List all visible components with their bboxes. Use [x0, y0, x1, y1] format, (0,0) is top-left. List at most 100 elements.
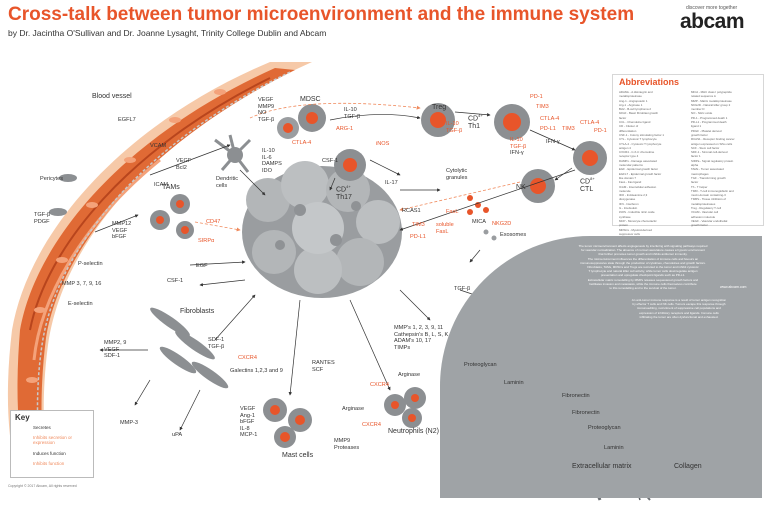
abbreviation-entry-b-18: TAMs - Tumor associated	[691, 167, 724, 172]
arginase-label-b: Arginase	[342, 406, 365, 412]
abbreviation-entry-b-17: alpha	[691, 163, 699, 168]
arg1-label: ARG-1	[336, 126, 354, 132]
dc-ido: IDO	[262, 167, 272, 174]
abbreviations-title: Abbreviations	[619, 77, 680, 87]
abbreviation-entry-b-6: PD-1 - Programmed death 1	[691, 115, 728, 120]
mmp29-sdf1: SDF-1	[104, 353, 121, 360]
info-line-1: for vascular normalization. The absence …	[581, 248, 705, 253]
abbreviation-entry-12: CTLA-4 - Cytotoxic T lymphocyte	[619, 141, 662, 146]
abbreviation-entry-b-24: mucin-domain containing-3	[691, 193, 726, 198]
abbreviation-entry-27: IL - Interleukin	[619, 206, 638, 211]
tgfb-text-b: TGF-β	[446, 127, 463, 134]
tumor-mass	[242, 161, 402, 298]
ctl-cd: CD	[580, 178, 591, 186]
ctl-label: CD8+CTL	[580, 175, 595, 194]
abbreviation-entry-17: molecular patterns	[619, 163, 643, 168]
laminin-label-a: Laminin	[504, 380, 524, 386]
info-panel: The tumor microenvironment affects angio…	[440, 236, 762, 498]
abbreviation-entry-6: factor	[619, 115, 627, 120]
abbreviation-entry-b-4: member D	[691, 107, 705, 112]
th1-cd: CD	[468, 115, 479, 123]
nk-granules	[467, 195, 497, 241]
abbreviation-entry-b-31: growth factor	[691, 223, 708, 228]
cxcr4-label-a: CXCR4	[238, 355, 257, 361]
abbreviation-entry-b-29: adhesion molecule	[691, 214, 716, 219]
dendritic-text: Dendritic	[216, 176, 239, 182]
cytolytic-text: Cytolytic	[446, 168, 468, 174]
egf-label: EGF	[196, 263, 208, 269]
abbreviation-entry-b-8: ligand 1	[691, 124, 702, 129]
tim3-label-b: TIM3	[562, 126, 575, 132]
dc-il6: IL-6	[262, 154, 272, 161]
ifng-label-a: IFN-γ	[510, 150, 524, 156]
sirpa-label: SIRPα	[198, 238, 215, 244]
poster-title: Cross-talk between tumor microenvironmen…	[8, 4, 635, 25]
abbreviation-entry-33: suppressor cells	[619, 231, 640, 236]
brand-tagline: discover more together	[686, 5, 738, 11]
pdgf-text: PDGF	[34, 218, 50, 225]
p-selectin-label: P-selectin	[78, 261, 103, 267]
fibroblasts-label: Fibroblasts	[180, 308, 215, 315]
inos-label: iNOS	[376, 141, 390, 147]
abbreviation-entry-19: EGFL7 - Epidermal growth factor	[619, 171, 662, 176]
th17-cd: CD	[336, 186, 347, 194]
treg-label: Treg	[432, 104, 447, 111]
info-paragraph-1: The tumor microenvironment affects angio…	[530, 244, 756, 290]
vegf-text: VEGF	[176, 158, 192, 164]
il10-text-a: IL-10	[344, 107, 357, 113]
rcas1-label: RCAS1	[402, 208, 421, 214]
mast-ang1: Ang-1	[240, 412, 255, 419]
info-line-b-3: expression of inhibitory receptors and l…	[639, 310, 719, 315]
key-inhibits-function: Inhibits function	[33, 461, 65, 466]
abbreviation-entry-0: ADAMs - A disintegrin and	[619, 90, 653, 94]
fasl-label: FasL	[446, 209, 459, 215]
tim3-label-a: TIM3	[536, 104, 549, 110]
mmps-line-4: TIMPs	[394, 344, 411, 351]
key-legend: Key Secretes Inhibits secretion or expre…	[10, 410, 94, 478]
dendritic-cells	[214, 134, 252, 173]
info-line-b-0: An anti-tumor immune response is a resul…	[631, 298, 727, 302]
abbreviation-entry-b-0: MICA - MHC class I polypeptide	[691, 90, 732, 94]
fibronectin-label-a: Fibronectin	[562, 393, 590, 399]
abbreviation-entry-b-10: growth factor	[691, 132, 708, 137]
il10-text-c: IL-10	[510, 137, 523, 143]
info-line-4: immunosuppressive state through the prod…	[580, 260, 706, 265]
vcam-label: VCAM	[150, 143, 167, 149]
abbreviation-entry-b-27: Treg - Regulatory T cell	[691, 206, 721, 211]
abbreviation-entry-9: differentiation	[619, 128, 637, 133]
cells-text: cells	[216, 182, 228, 189]
abbreviation-entry-22: ICAM - Intercellular adhesion	[619, 184, 657, 189]
info-line-b-4: infiltrating the tumor are often dysfunc…	[639, 314, 719, 319]
cxcr4-label-c: CXCR4	[362, 422, 381, 428]
abbreviation-entry-b-23: TIM3 - T-cell immunoglobulin and	[691, 188, 734, 193]
abbreviation-entry-31: protein	[619, 223, 628, 228]
abbreviation-entry-b-11: RCAS1 - Receptor binding cancer	[691, 137, 735, 142]
poster-subtitle: by Dr. Jacintha O'Sullivan and Dr. Joann…	[8, 28, 327, 38]
info-line-5: Fibroblasts, TAMs, MDSCs and Tregs are r…	[587, 265, 699, 270]
proteases-text: Proteases	[334, 444, 360, 451]
tam-mmp12: MMP12	[112, 221, 132, 227]
key-inhibits-secretion: Inhibits secretion or expression	[33, 435, 73, 445]
brand-logo: abcam	[680, 10, 745, 33]
collagen-label: Collagen	[674, 463, 702, 470]
dc-il10: IL-10	[262, 148, 275, 154]
abbreviation-entry-b-20: TGF - Transforming growth	[691, 175, 726, 180]
info-line-2: that further promotes tumor growth and i…	[598, 252, 688, 257]
exosomes-label: Exosomes	[500, 232, 527, 238]
mmps-line-2: Cathepsin's B, L, S, K	[394, 331, 449, 338]
proteoglycan-label-b: Proteoglycan	[588, 425, 621, 431]
abbreviation-entry-26: IFN - Interferon	[619, 201, 639, 206]
th1-sup: 4+	[478, 113, 483, 118]
